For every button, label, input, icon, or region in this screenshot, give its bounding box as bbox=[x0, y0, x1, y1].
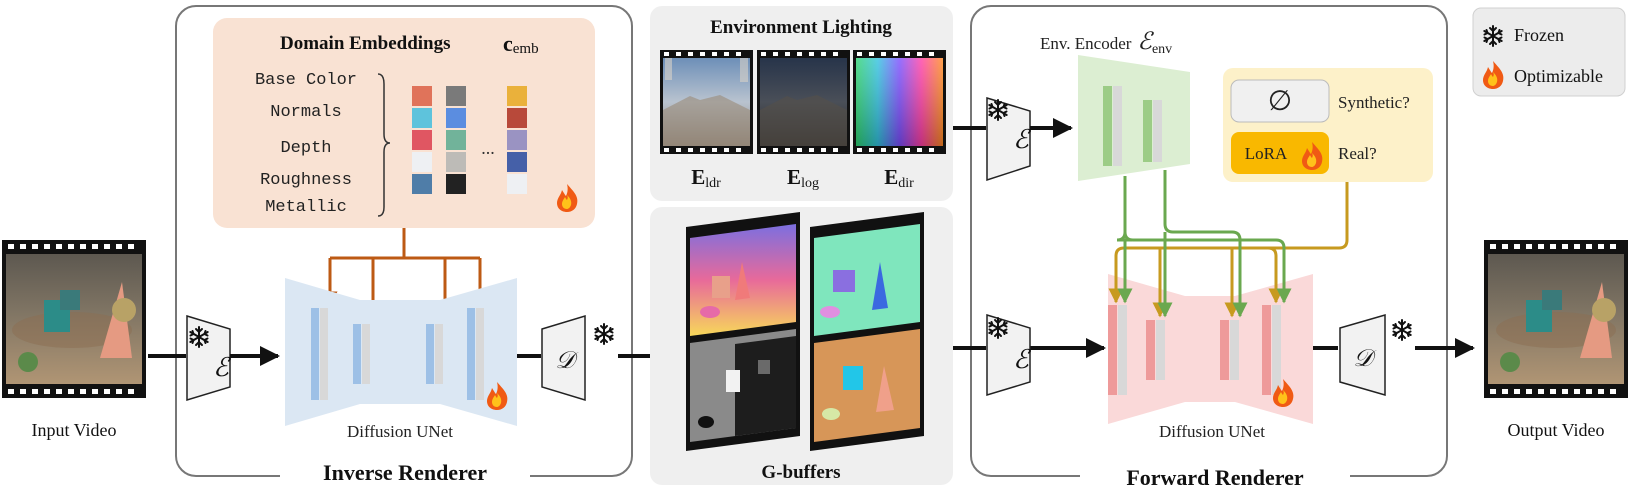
forward-encoder-symbol: ℰ bbox=[1013, 345, 1031, 374]
output-video: Output Video bbox=[1484, 240, 1628, 440]
conditioning-arrows bbox=[1108, 170, 1349, 318]
inverse-unet: Diffusion UNet bbox=[285, 278, 517, 441]
output-video-label: Output Video bbox=[1507, 420, 1604, 440]
env-map-log bbox=[757, 50, 850, 154]
env-map-ldr bbox=[660, 50, 753, 154]
embedding-symbol: cemb bbox=[503, 31, 539, 57]
legend-frozen-label: Frozen bbox=[1514, 25, 1564, 45]
forward-decoder-snowflake-icon bbox=[1392, 319, 1412, 341]
gbuffer-strip-left bbox=[686, 212, 800, 451]
env-film-holes bbox=[664, 52, 934, 152]
forward-unet: Diffusion UNet bbox=[1108, 274, 1313, 441]
gbuffer-strip-right bbox=[810, 212, 924, 451]
forward-unet-label: Diffusion UNet bbox=[1159, 422, 1265, 441]
embedding-column-1 bbox=[412, 86, 432, 194]
embedding-brace bbox=[377, 73, 391, 217]
embedding-column-2 bbox=[446, 86, 466, 194]
inverse-encoder: ℰ bbox=[186, 314, 231, 402]
synthetic-label: Synthetic? bbox=[1338, 93, 1410, 112]
output-film-holes bbox=[1490, 244, 1616, 394]
embedding-item-base-color: Base Color bbox=[255, 71, 357, 90]
forward-renderer-panel: Forward Renderer bbox=[970, 5, 1448, 490]
env-map-dir-label: Edir bbox=[884, 165, 914, 191]
inverse-decoder: 𝒟 bbox=[541, 314, 614, 402]
gbuffers-panel: G-buffers bbox=[650, 207, 953, 485]
input-video: Input Video bbox=[2, 240, 146, 440]
lora-label: LoRA bbox=[1245, 144, 1288, 163]
env-map-dir bbox=[853, 50, 946, 154]
legend: Frozen Optimizable bbox=[1472, 7, 1626, 97]
inverse-renderer-panel: Inverse Renderer bbox=[175, 5, 633, 488]
env-encoder-input: ℰ bbox=[986, 96, 1031, 182]
environment-lighting-panel: Environment Lighting Eldr Elog bbox=[650, 6, 953, 201]
domain-embeddings-box: Domain Embeddings cemb Base Color Normal… bbox=[213, 18, 595, 228]
domain-embeddings-title: Domain Embeddings bbox=[280, 33, 451, 54]
embedding-item-metallic: Metallic bbox=[265, 198, 347, 217]
real-label: Real? bbox=[1338, 144, 1377, 163]
env-vae-encoder-symbol: ℰ bbox=[1013, 125, 1031, 154]
forward-decoder: 𝒟 bbox=[1339, 314, 1412, 396]
input-video-label: Input Video bbox=[31, 420, 116, 440]
inverse-renderer-title: Inverse Renderer bbox=[323, 460, 487, 485]
inverse-encoder-symbol: ℰ bbox=[213, 353, 231, 382]
inverse-unet-label: Diffusion UNet bbox=[347, 422, 453, 441]
environment-lighting-title: Environment Lighting bbox=[710, 17, 892, 38]
embedding-item-depth: Depth bbox=[280, 139, 331, 158]
input-film-holes bbox=[8, 244, 134, 394]
forward-renderer-title: Forward Renderer bbox=[1126, 465, 1304, 490]
forward-encoder: ℰ bbox=[986, 313, 1031, 397]
legend-optimizable-label: Optimizable bbox=[1514, 66, 1603, 86]
env-map-ldr-label: Eldr bbox=[691, 165, 721, 191]
gbuffers-title: G-buffers bbox=[761, 462, 840, 483]
condition-box: ∅ Synthetic? LoRA Real? bbox=[1223, 68, 1433, 182]
legend-box bbox=[1472, 7, 1626, 97]
embedding-column-n bbox=[507, 86, 527, 194]
embedding-item-normals: Normals bbox=[270, 103, 341, 122]
env-map-log-label: Elog bbox=[787, 165, 819, 191]
null-condition-symbol: ∅ bbox=[1268, 86, 1292, 117]
inverse-decoder-snowflake-icon bbox=[594, 323, 614, 345]
embedding-item-roughness: Roughness bbox=[260, 171, 352, 190]
embedding-ellipsis: ... bbox=[481, 138, 495, 158]
